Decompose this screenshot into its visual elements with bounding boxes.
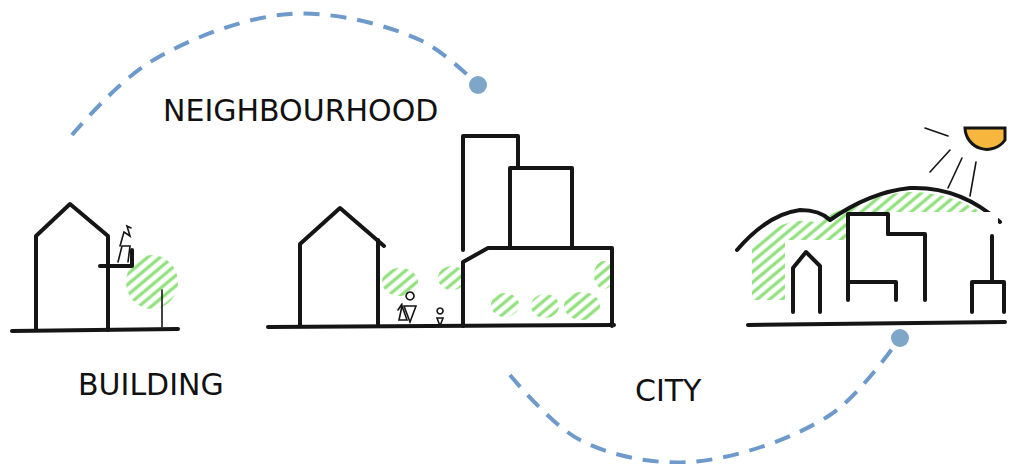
building-sketch bbox=[12, 204, 178, 331]
dashed-connector bbox=[510, 329, 909, 462]
shrub bbox=[564, 292, 600, 320]
house-outline bbox=[300, 208, 384, 326]
people-figures bbox=[398, 292, 443, 326]
tree-trunk bbox=[161, 290, 163, 327]
block-outline bbox=[972, 282, 1004, 312]
balcony bbox=[100, 250, 132, 266]
scale-node: NEIGHBOURHOOD bbox=[265, 85, 620, 375]
house-outline bbox=[36, 204, 108, 330]
scale-node: BUILDING bbox=[10, 135, 250, 410]
neighbourhood-sketch bbox=[268, 136, 614, 327]
connector-dot bbox=[891, 329, 909, 347]
tower-outline bbox=[848, 214, 888, 282]
dashed-connector bbox=[72, 14, 487, 135]
scale-label: BUILDING bbox=[78, 367, 224, 403]
ground-line bbox=[748, 322, 1005, 325]
shrub bbox=[491, 293, 519, 317]
connector-path bbox=[510, 338, 900, 462]
sun-rays bbox=[925, 128, 976, 196]
city-sketch bbox=[737, 128, 1005, 325]
scale-label: NEIGHBOURHOOD bbox=[163, 93, 438, 129]
connector-dot bbox=[469, 76, 487, 94]
scale-label: CITY bbox=[635, 373, 701, 409]
ground-line bbox=[268, 325, 614, 327]
connector-path bbox=[72, 14, 478, 135]
block-outline bbox=[463, 248, 612, 326]
shrub bbox=[531, 294, 559, 318]
shrub bbox=[382, 268, 418, 296]
tower-outline bbox=[888, 234, 925, 300]
scale-node: CITY bbox=[735, 115, 1010, 338]
block-outline bbox=[848, 282, 896, 300]
ground-line bbox=[12, 329, 178, 331]
balcony-plant bbox=[118, 226, 131, 262]
sun bbox=[965, 128, 1005, 149]
tower-edge bbox=[990, 236, 994, 280]
house-wall bbox=[376, 240, 380, 326]
tower-outline bbox=[510, 168, 572, 246]
house-outline bbox=[793, 252, 820, 312]
building-mask bbox=[848, 212, 998, 302]
